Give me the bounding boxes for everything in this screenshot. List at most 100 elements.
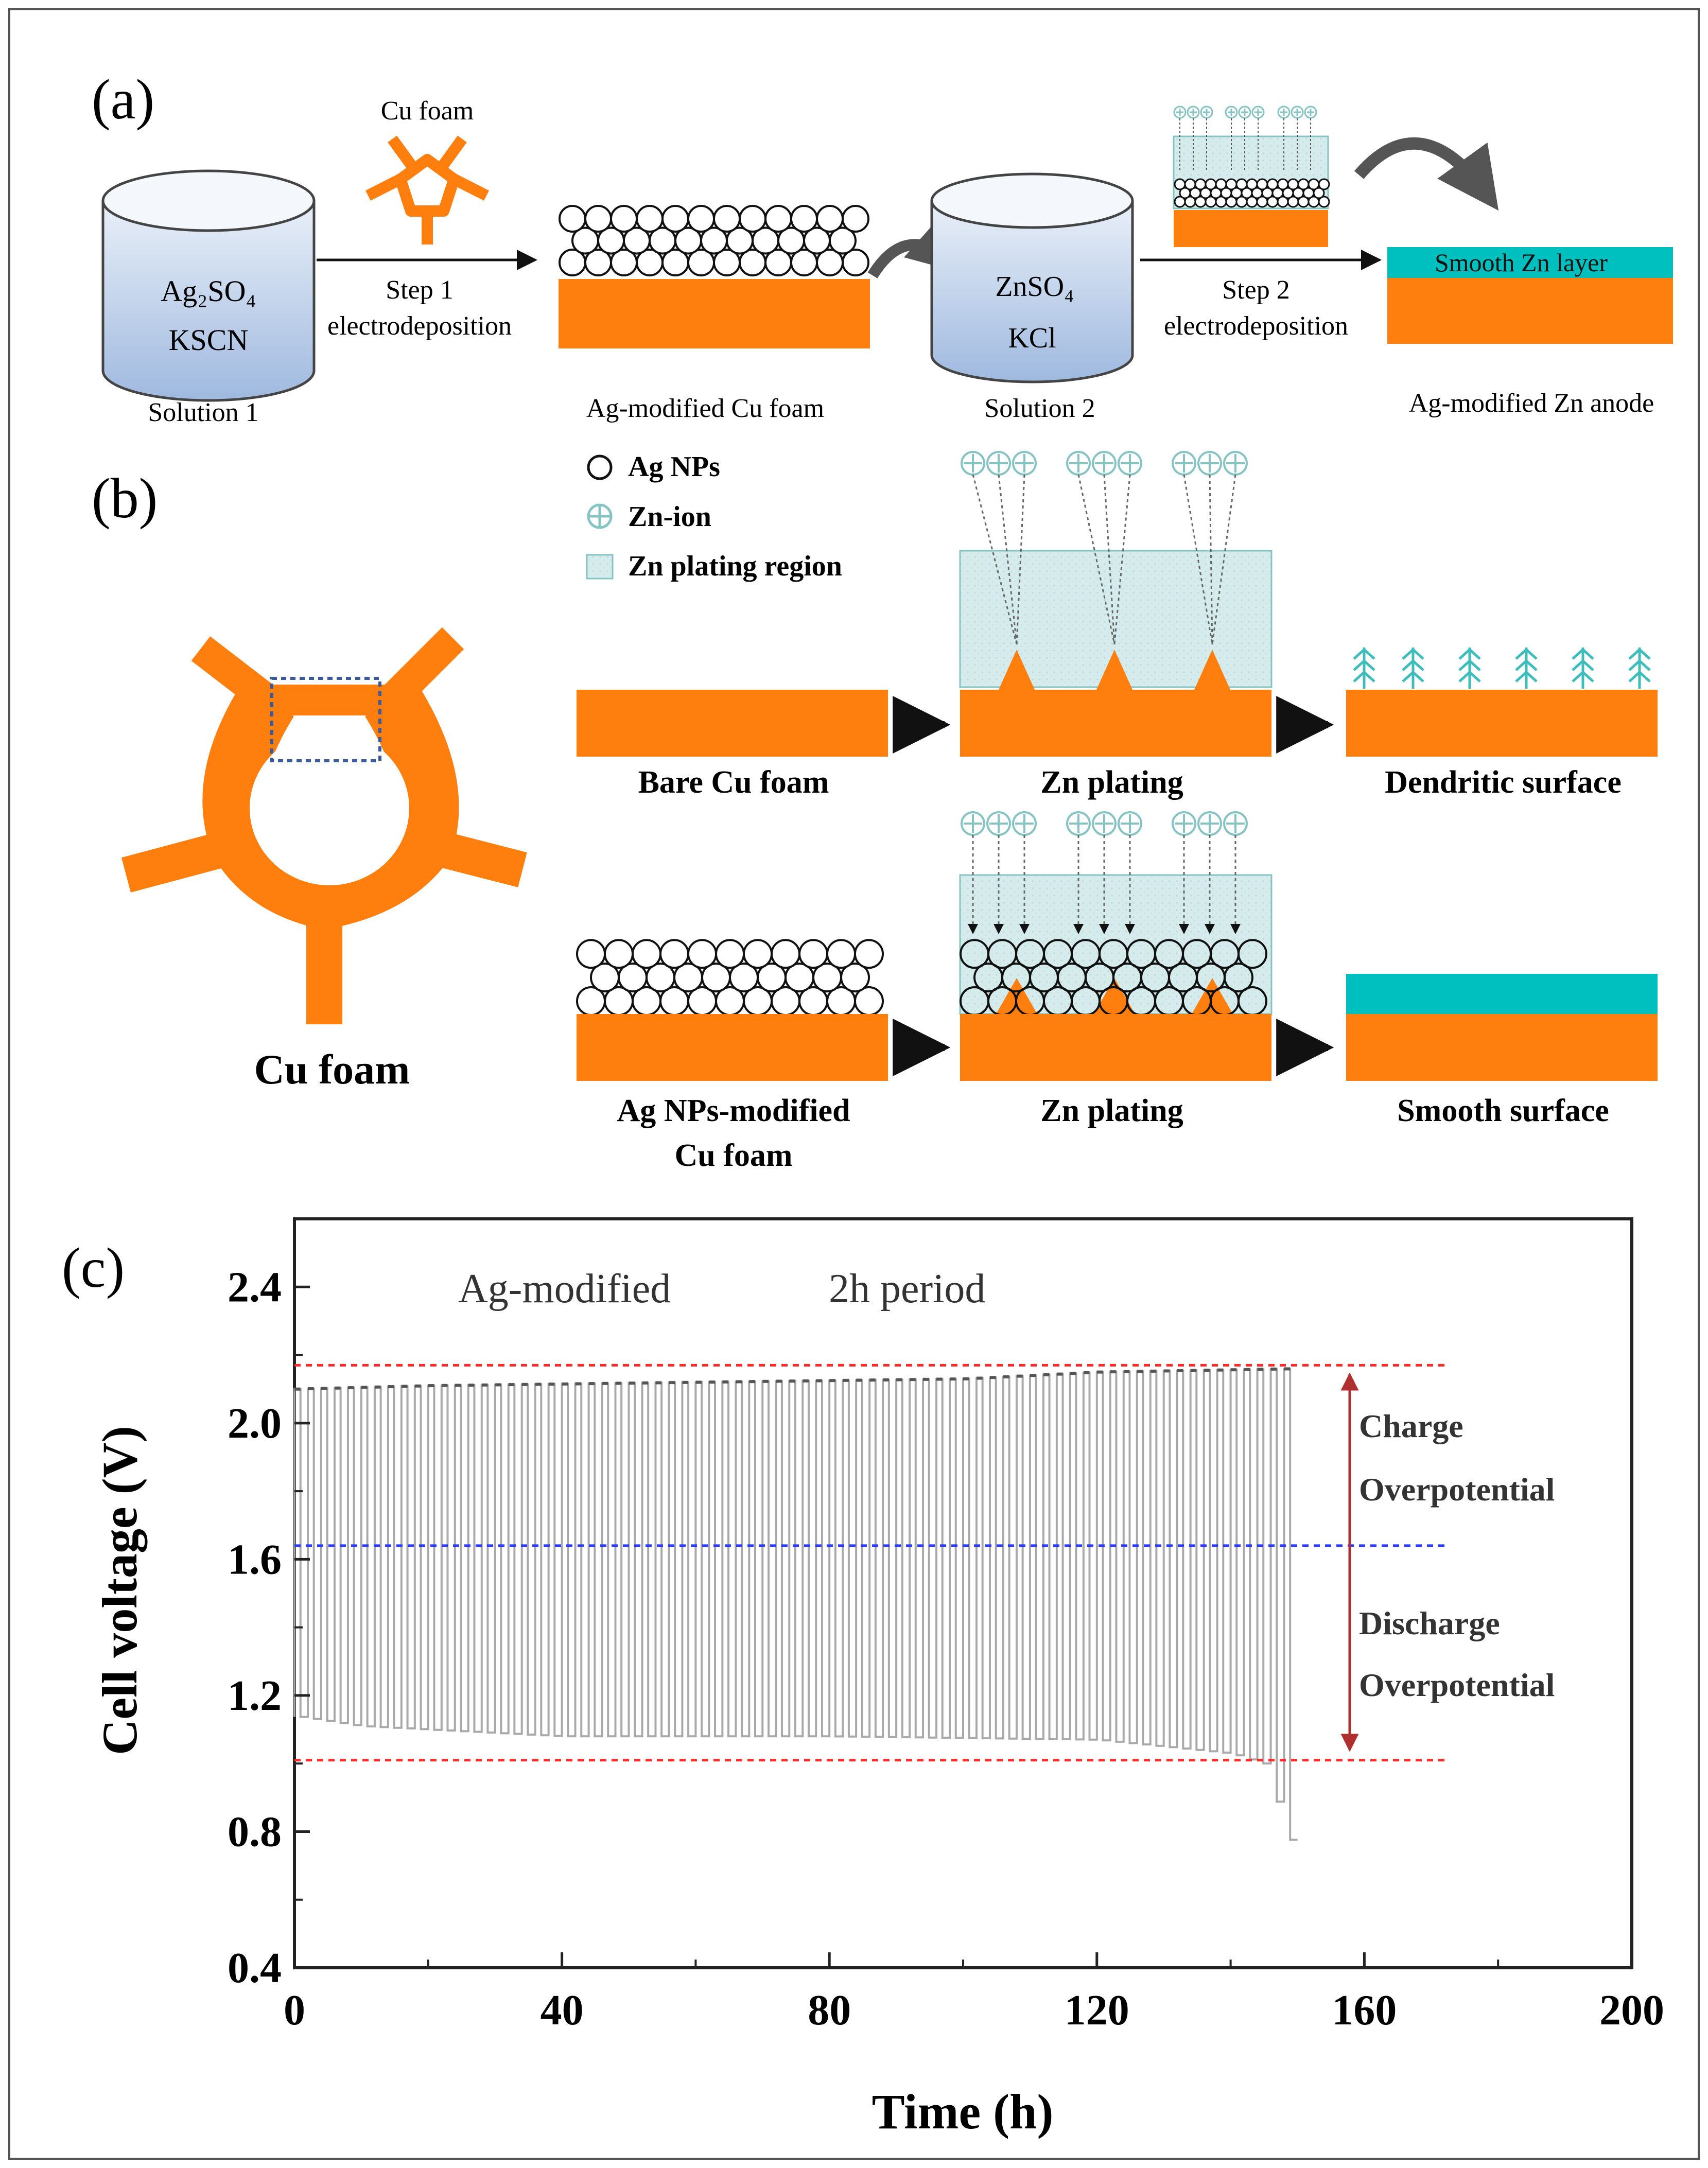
ag-modified-cu-foam-diagram — [559, 205, 870, 348]
zn-plating-bottom-caption: Zn plating — [1040, 1093, 1183, 1128]
dendritic-caption: Dendritic surface — [1385, 765, 1622, 800]
figure-frame — [8, 8, 1700, 2160]
y-tick-label: 2.0 — [228, 1400, 282, 1447]
y-axis-label: Cell voltage (V) — [92, 1426, 147, 1755]
y-tick-label: 2.4 — [228, 1263, 282, 1311]
dendrite-icon — [1628, 648, 1651, 660]
arrowhead-icon — [1073, 924, 1084, 934]
x-tick-label: 200 — [1599, 1986, 1664, 2034]
ag-np-particle — [1313, 187, 1325, 199]
y-tick-label: 1.2 — [228, 1672, 282, 1720]
ag-np-particle — [1238, 939, 1267, 969]
zn-plating-top-diagram — [959, 451, 1273, 757]
ion-path — [1183, 474, 1213, 645]
ag-np-particle — [610, 205, 638, 233]
zn-anode-diagram: Smooth Zn layer — [1387, 247, 1673, 344]
ag-np-particle — [1224, 963, 1253, 993]
annotation-charge-overpotential: Overpotential — [1359, 1471, 1555, 1508]
ion-path — [972, 474, 1018, 645]
ag-np-particle — [661, 205, 689, 233]
annotation-period: 2h period — [829, 1266, 985, 1312]
zn-plating-top-caption: Zn plating — [1040, 765, 1183, 800]
annotation-ag-modified: Ag-modified — [458, 1266, 671, 1312]
legend-ag-label: Ag NPs — [628, 451, 720, 483]
ag-cu-caption: Ag-modified Cu foam — [586, 394, 824, 423]
smooth-caption: Smooth surface — [1397, 1093, 1609, 1128]
bare-cu-foam-block — [577, 690, 888, 757]
solution2-salt: KCl — [1008, 322, 1056, 354]
ag-np-particle — [1318, 178, 1330, 190]
annotation-discharge: Discharge — [1359, 1605, 1500, 1641]
ag-np-legend-icon — [587, 454, 613, 480]
ag-np-particle — [1174, 178, 1186, 190]
ag-np-particle — [1205, 178, 1217, 190]
arrowhead-icon — [994, 924, 1004, 934]
x-axis-label: Time (h) — [872, 2084, 1054, 2139]
smooth-zn-layer-label: Smooth Zn layer — [1435, 248, 1608, 277]
ag-np-particle — [687, 205, 715, 233]
cu-foam-large-diagram — [121, 627, 527, 1024]
ag-np-particle — [771, 939, 800, 969]
dendrite-icon — [1572, 648, 1594, 660]
arrowhead-icon — [1125, 924, 1135, 934]
ag-np-particle — [816, 205, 844, 233]
y-tick-label: 0.4 — [228, 1944, 282, 1992]
arrowhead-icon — [1179, 924, 1189, 934]
ag-np-particle — [764, 205, 792, 233]
dendrite-icon — [1458, 659, 1481, 671]
panel-c-label: (c) — [62, 1236, 125, 1299]
ag-np-particle — [1194, 178, 1207, 190]
x-tick-label: 0 — [284, 1986, 305, 2034]
ag-np-particle — [842, 205, 869, 233]
bare-cu-caption: Bare Cu foam — [638, 765, 829, 800]
ag-np-particle — [1308, 178, 1320, 190]
panel-a: (a) Ag₂SO₄ KSCN Solution 1 Cu foam Step … — [92, 68, 1673, 427]
cu-foam-large-caption: Cu foam — [254, 1046, 410, 1093]
legend-region-label: Zn plating region — [628, 550, 842, 582]
cu-foam-small-icon — [365, 135, 489, 244]
dendrite-icon — [1628, 659, 1651, 671]
solution1-beaker: Ag₂SO₄ KSCN — [101, 169, 316, 402]
y-tick-label: 0.8 — [228, 1808, 282, 1856]
ag-np-particle — [1266, 178, 1279, 190]
dendrite-icon — [1402, 648, 1424, 660]
voltage-trace — [293, 1367, 1298, 1841]
dendrite-icon — [1572, 670, 1594, 683]
arrowhead-icon — [968, 924, 978, 934]
solution1-caption: Solution 1 — [148, 398, 258, 427]
dendrite-icon — [1353, 670, 1375, 683]
x-tick-label: 40 — [541, 1986, 584, 2034]
zn-ion-legend-icon — [587, 503, 613, 529]
ag-np-particle — [1287, 178, 1299, 190]
annotation-discharge-overpotential: Overpotential — [1359, 1667, 1555, 1703]
ag-np-particle — [1297, 178, 1310, 190]
ag-np-particle — [1277, 178, 1289, 190]
dendrite-icon — [1628, 670, 1651, 683]
plating-inset-diagram — [1173, 106, 1330, 247]
ag-np-particle — [636, 205, 664, 233]
cu-foam-zoom-box — [270, 677, 381, 762]
arrowhead-icon — [1230, 924, 1241, 934]
ag-np-particle — [829, 226, 857, 255]
solution2-caption: Solution 2 — [984, 394, 1095, 423]
x-tick-label: 160 — [1332, 1986, 1397, 2034]
y-tick-label: 1.6 — [228, 1535, 282, 1583]
step1-sublabel: electrodeposition — [327, 311, 512, 341]
panel-b-label: (b) — [92, 467, 158, 530]
ion-path — [998, 474, 1018, 645]
ag-np-particle — [1225, 178, 1238, 190]
dendrite-icon — [1515, 670, 1538, 683]
smooth-surface-diagram — [1346, 974, 1658, 1081]
ag-np-particle — [1256, 178, 1268, 190]
ag-np-particle — [1318, 196, 1330, 208]
ag-np-particle — [790, 205, 818, 233]
ag-np-cu-foam-diagram — [576, 939, 888, 1081]
dendrite-icon — [1402, 659, 1424, 671]
x-tick-label: 80 — [808, 1986, 851, 2034]
plating-region-legend-icon — [586, 554, 614, 580]
ag-np-particle — [604, 939, 634, 969]
dendrite-icon — [1458, 670, 1481, 683]
cu-foam-label-a: Cu foam — [381, 96, 474, 126]
step1-label: Step 1 — [386, 275, 453, 305]
